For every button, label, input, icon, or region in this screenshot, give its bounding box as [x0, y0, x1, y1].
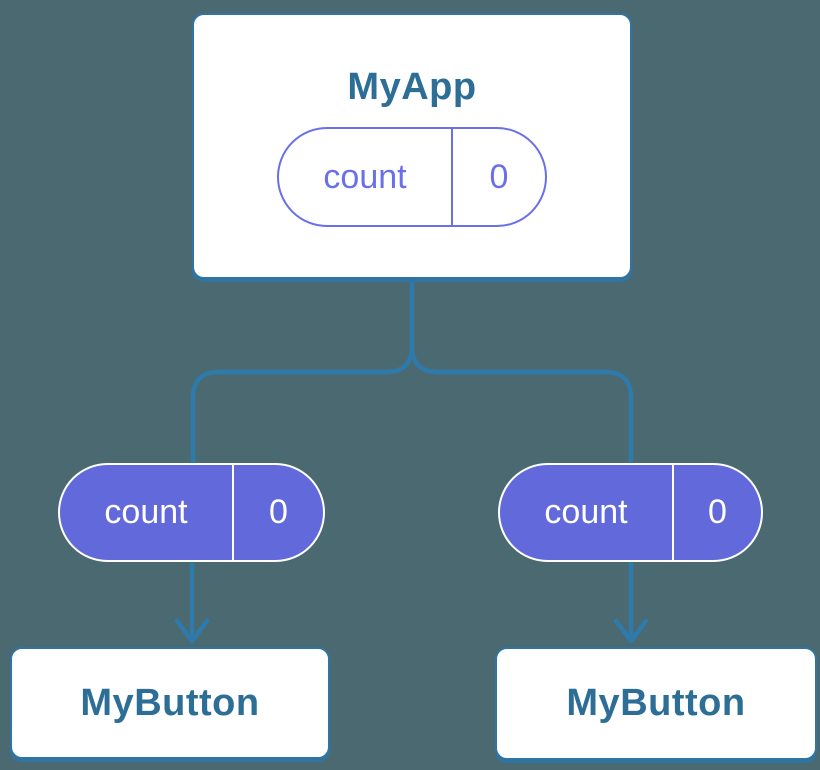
component-box-mybutton-left: MyButton — [10, 647, 330, 759]
prop-pill-left: count 0 — [58, 463, 325, 562]
prop-pill-right-name: count — [500, 465, 674, 560]
state-pill: count 0 — [277, 127, 547, 227]
component-title-mybutton-right: MyButton — [566, 682, 746, 724]
prop-pill-left-value: 0 — [269, 493, 288, 531]
down-arrow-left-icon — [174, 558, 210, 644]
prop-pill-right: count 0 — [498, 463, 763, 562]
prop-pill-left-name: count — [60, 465, 234, 560]
state-pill-name: count — [279, 129, 453, 225]
prop-pill-right-value: 0 — [708, 493, 727, 531]
tree-branch-left — [190, 280, 415, 465]
component-box-mybutton-right: MyButton — [495, 647, 817, 760]
down-arrow-right-icon — [613, 558, 649, 644]
tree-branch-right — [409, 345, 634, 465]
component-box-myapp: MyApp count 0 — [192, 13, 632, 279]
component-title-myapp: MyApp — [347, 66, 477, 108]
state-pill-value: 0 — [489, 157, 509, 196]
component-title-mybutton-left: MyButton — [80, 681, 260, 724]
